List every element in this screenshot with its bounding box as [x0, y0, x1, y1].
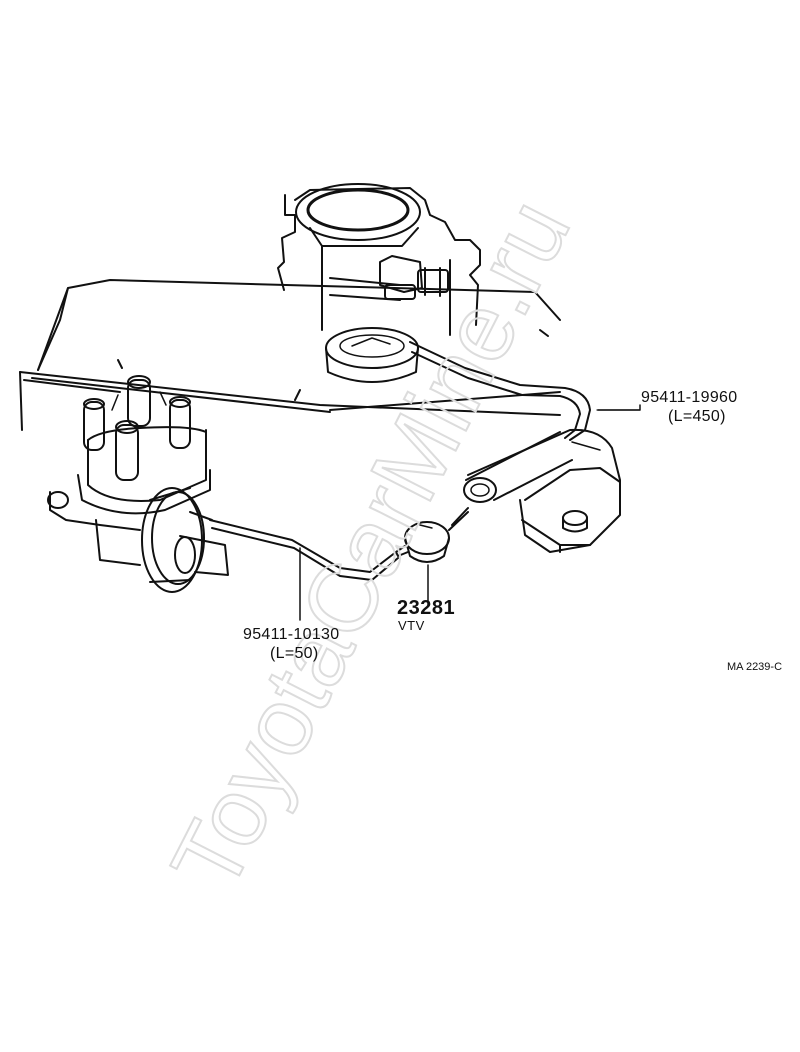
distributor [77, 375, 211, 515]
vtv-part-number: 23281 [397, 597, 456, 619]
water-outlet-housing [467, 428, 621, 553]
vacuum-hose-lower [209, 519, 399, 621]
valve-cover [19, 279, 561, 431]
hose-lower-length: (L=50) [270, 645, 319, 662]
outlet-pipe [463, 431, 573, 503]
vacuum-advancer [47, 487, 229, 593]
vtv-name: VTV [398, 618, 425, 633]
oil-filler-cap [325, 327, 419, 383]
hose-lower-part-number: 95411-10130 [243, 626, 340, 643]
drawing-code: MA 2239-C [727, 661, 783, 673]
vacuum-hose-upper [409, 341, 641, 441]
vtv-valve [395, 507, 469, 606]
hose-upper-part-number: 95411-19960 [641, 389, 738, 406]
hose-upper-length: (L=450) [668, 408, 726, 425]
carburetor [277, 183, 481, 336]
